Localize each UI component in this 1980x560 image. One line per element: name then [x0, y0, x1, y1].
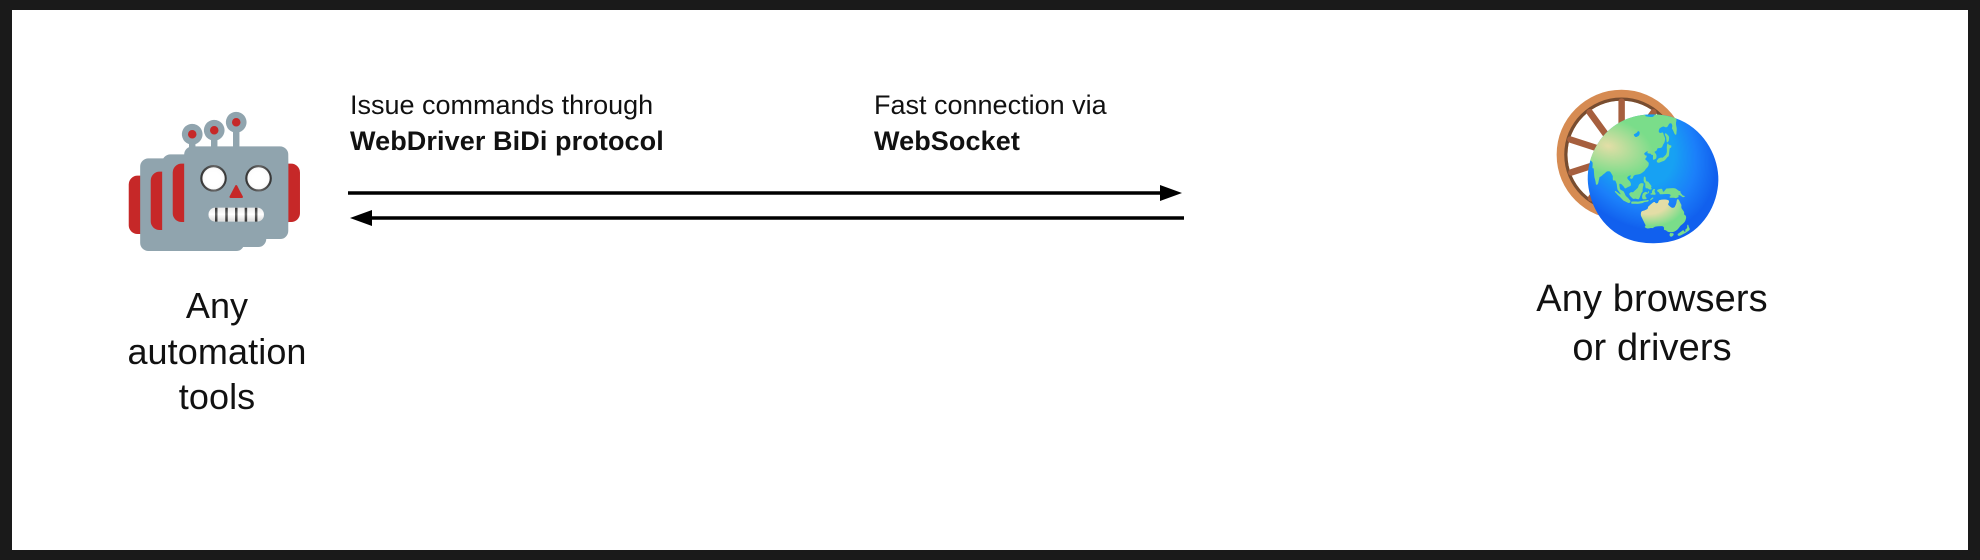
- transport-annotation-protocol: WebSocket: [874, 125, 1020, 156]
- commands-annotation: Issue commands through WebDriver BiDi pr…: [350, 88, 664, 159]
- browser-icon-stack: 🛞 🌏: [1452, 90, 1852, 265]
- browsers-drivers-caption: Any browsers or drivers: [1452, 275, 1852, 374]
- caption-line: Any browsers: [1536, 278, 1768, 320]
- inbound-arrow: [350, 210, 1184, 226]
- commands-annotation-lead: Issue commands through: [350, 90, 654, 120]
- automation-tools-caption: Any automation tools: [42, 283, 392, 420]
- connector-arrows: [332, 170, 1202, 240]
- globe-icon: 🌏: [1580, 113, 1727, 245]
- robot-icon-stack: 🤖 🤖 🤖: [42, 105, 392, 270]
- transport-annotation-lead: Fast connection via: [874, 90, 1107, 120]
- robot-icon: 🤖: [142, 118, 287, 248]
- browsers-drivers-node: 🛞 🌏 Any browsers or drivers: [1452, 90, 1852, 490]
- transport-annotation: Fast connection via WebSocket: [874, 88, 1107, 159]
- caption-line: Any: [185, 285, 249, 326]
- robot-icon: 🤖: [120, 122, 265, 252]
- robot-icon: 🤖: [164, 110, 309, 240]
- caption-line: automation: [127, 330, 307, 372]
- diagram-frame: 🤖 🤖 🤖 Any automation tools Issue command…: [12, 10, 1968, 550]
- automation-tools-node: 🤖 🤖 🤖 Any automation tools: [42, 105, 392, 505]
- outbound-arrow: [348, 185, 1182, 201]
- commands-annotation-protocol: WebDriver BiDi protocol: [350, 125, 664, 156]
- caption-line: or drivers: [1572, 327, 1732, 370]
- tire-icon: 🛞: [1548, 89, 1695, 221]
- caption-line: tools: [178, 376, 256, 418]
